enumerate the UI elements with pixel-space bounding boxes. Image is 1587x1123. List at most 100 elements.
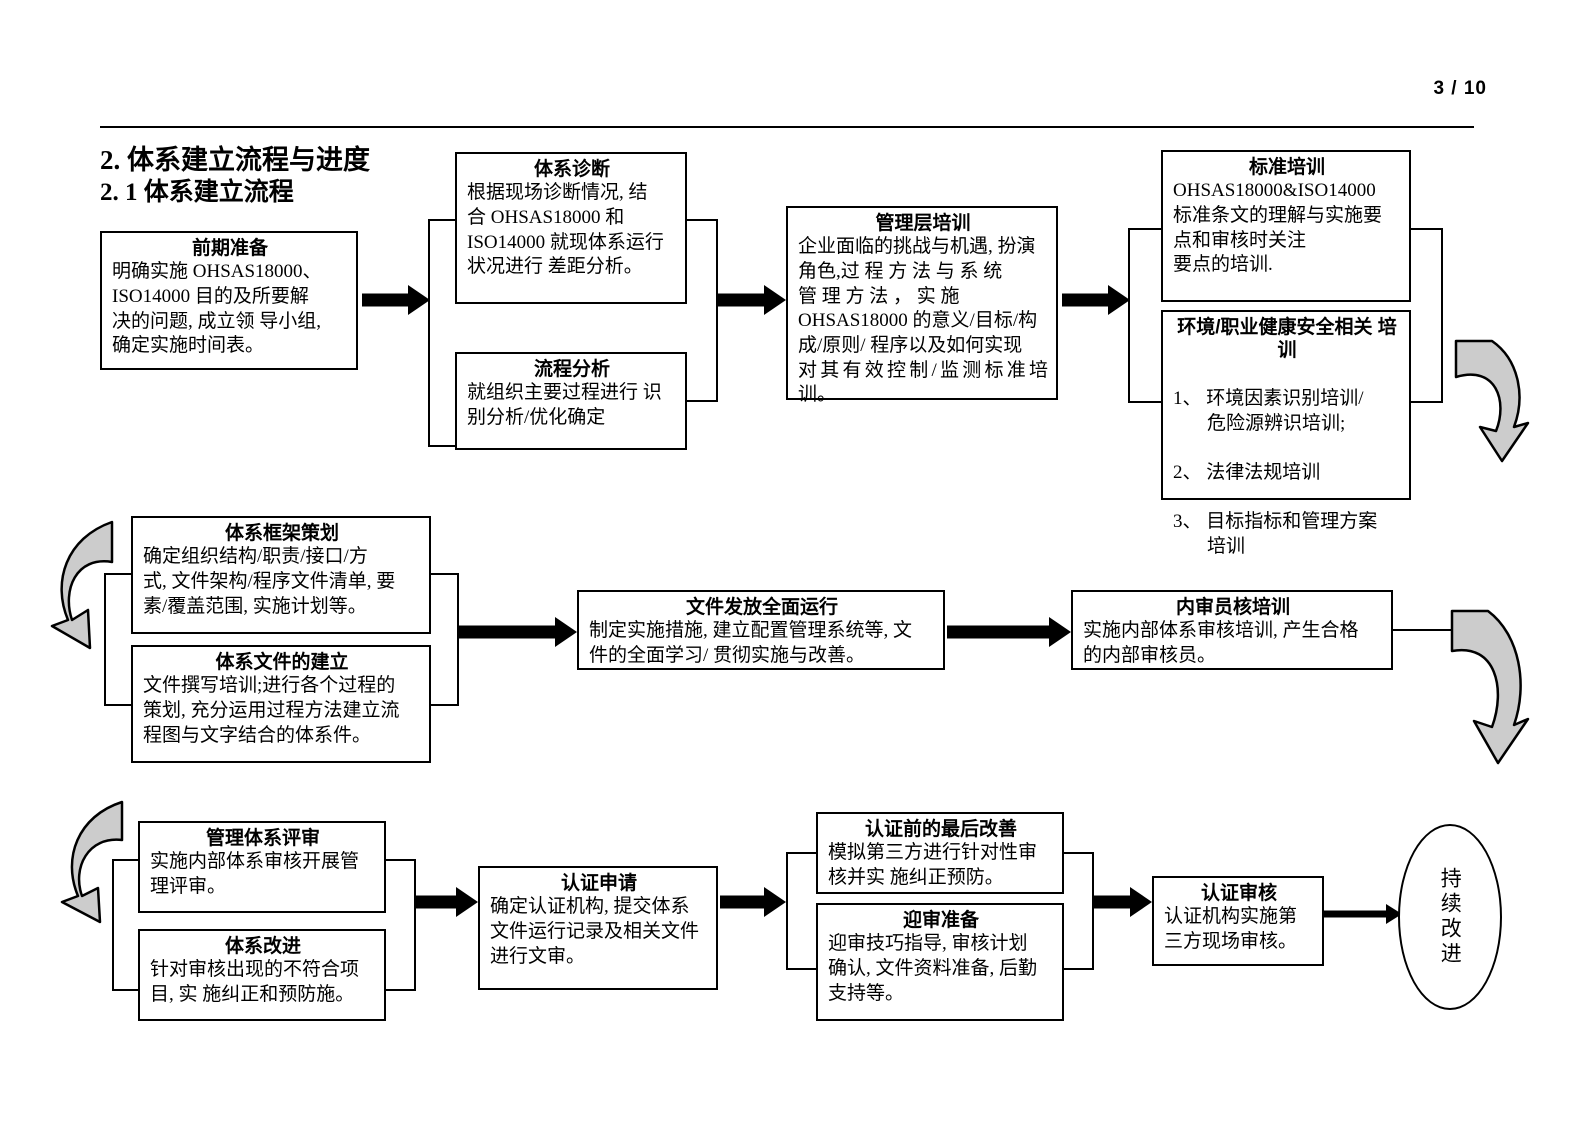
bracket-top-row1b xyxy=(1128,228,1164,230)
curved-arrow-row3-entry xyxy=(56,796,144,926)
node-documents-title: 体系文件的建立 xyxy=(215,652,349,673)
arrow-to-final-improve xyxy=(720,887,786,917)
list-item: 1、 环境因素识别培训/ 危险源辨识培训; xyxy=(1173,388,1364,434)
arrow-shaft xyxy=(416,895,462,909)
section-heading-2: 2. 1 体系建立流程 xyxy=(100,179,294,206)
curved-arrow-row2-entry xyxy=(46,516,136,656)
node-cert-application[interactable]: 认证申请 确定认证机构, 提交体系 文件运行记录及相关文件 进行文审。 xyxy=(478,866,718,990)
bracket-top-row1 xyxy=(428,219,458,221)
arrow-shaft xyxy=(947,625,1053,639)
node-process-analysis[interactable]: 流程分析 就组织主要过程进行 识 别分析/优化确定 xyxy=(455,352,687,450)
node-diagnosis[interactable]: 体系诊断 根据现场诊断情况, 结 合 OHSAS18000 和 ISO14000… xyxy=(455,152,687,304)
node-mgmt-review[interactable]: 管理体系评审 实施内部体系审核开展管 理评审。 xyxy=(138,821,386,913)
node-mgmt-training-body: 企业面临的挑战与机遇, 扮演 角色,过 程 方 法 与 系 统 管 理 方 法 … xyxy=(798,236,1048,406)
node-mgmt-training[interactable]: 管理层培训 企业面临的挑战与机遇, 扮演 角色,过 程 方 法 与 系 统 管 … xyxy=(786,206,1058,405)
arrow-head xyxy=(408,285,430,315)
merge-bottom-row1 xyxy=(685,400,718,402)
merge-vertical-row3 xyxy=(414,859,416,991)
node-env-training[interactable]: 环境/职业健康安全相关 培训 1、 环境因素识别培训/ 危险源辨识培训; 2、 … xyxy=(1161,310,1411,557)
node-prep-title: 前期准备 xyxy=(191,238,268,259)
node-cert-audit-title: 认证审核 xyxy=(1200,883,1277,904)
node-improvement[interactable]: 体系改进 针对审核出现的不符合项 目, 实 施纠正和预防施。 xyxy=(138,929,386,1021)
arrow-shaft xyxy=(1094,895,1136,909)
node-prep[interactable]: 前期准备 明确实施 OHSAS18000、 ISO14000 目的及所要解 决的… xyxy=(100,231,358,370)
arrow-shaft xyxy=(459,625,559,639)
node-cert-audit[interactable]: 认证审核 认证机构实施第 三方现场审核。 xyxy=(1152,876,1324,966)
node-diagnosis-title: 体系诊断 xyxy=(533,159,610,180)
arrow-shaft xyxy=(362,293,412,307)
arrow-head xyxy=(1108,285,1130,315)
arrow-head xyxy=(1049,617,1071,647)
merge-vertical-row2 xyxy=(457,573,459,706)
node-standard-training-body: OHSAS18000&ISO14000 标准条文的理解与实施要 点和审核时关注 … xyxy=(1173,180,1383,276)
node-cert-application-body: 确定认证机构, 提交体系 文件运行记录及相关文件 进行文审。 xyxy=(490,896,700,967)
merge-vertical-row1 xyxy=(716,219,718,402)
arrow-shaft xyxy=(1324,910,1388,918)
node-auditor-training[interactable]: 内审员核培训 实施内部体系审核培训, 产生合格 的内部审核员。 xyxy=(1071,590,1393,670)
node-process-analysis-title: 流程分析 xyxy=(533,359,610,380)
merge-bottom-row3b xyxy=(1062,968,1094,970)
bracket-left-vertical-row1b xyxy=(1128,228,1130,403)
node-process-analysis-body: 就组织主要过程进行 识 别分析/优化确定 xyxy=(467,382,662,428)
bracket-bottom-row1 xyxy=(428,445,458,447)
node-audit-prep[interactable]: 迎审准备 迎审技巧指导, 审核计划 确认, 文件资料准备, 后勤 支持等。 xyxy=(816,903,1064,1021)
bracket-top-row2 xyxy=(104,573,134,575)
arrow-to-mgmt-training xyxy=(718,285,786,315)
node-final-improve[interactable]: 认证前的最后改善 模拟第三方进行针对性审 核并实 施纠正预防。 xyxy=(816,812,1064,894)
arrow-shaft xyxy=(720,895,770,909)
arrow-prep-to-diagnosis xyxy=(362,285,430,315)
node-prep-body: 明确实施 OHSAS18000、 ISO14000 目的及所要解 决的问题, 成… xyxy=(112,261,322,357)
arrow-head xyxy=(555,617,577,647)
bracket-left-vertical-row3b xyxy=(786,852,788,970)
node-framework[interactable]: 体系框架策划 确定组织结构/职责/接口/方 式, 文件架构/程序文件清单, 要 … xyxy=(131,516,431,634)
arrow-to-auditor-training xyxy=(947,617,1071,647)
node-final-improve-title: 认证前的最后改善 xyxy=(864,819,1017,840)
arrow-to-issue-run xyxy=(459,617,577,647)
node-improvement-title: 体系改进 xyxy=(224,936,301,957)
arrow-head xyxy=(764,887,786,917)
merge-top-row3 xyxy=(384,859,416,861)
header-divider xyxy=(100,126,1474,128)
node-auditor-training-title: 内审员核培训 xyxy=(1175,597,1290,618)
row1-exit-top xyxy=(1409,228,1443,230)
node-continuous-improvement-text: 持续改进 xyxy=(1438,867,1463,967)
node-framework-body: 确定组织结构/职责/接口/方 式, 文件架构/程序文件清单, 要 素/覆盖范围,… xyxy=(143,546,396,617)
node-env-training-title: 环境/职业健康安全相关 培训 xyxy=(1177,317,1397,362)
bracket-left-vertical-row2 xyxy=(104,573,106,706)
bracket-bottom-row3 xyxy=(112,989,140,991)
merge-top-row1 xyxy=(685,219,718,221)
merge-vertical-row3b xyxy=(1092,852,1094,970)
node-mgmt-review-title: 管理体系评审 xyxy=(205,828,320,849)
node-framework-title: 体系框架策划 xyxy=(224,523,339,544)
arrow-to-cert-application xyxy=(416,887,478,917)
node-documents-body: 文件撰写培训;进行各个过程的 策划, 充分运用过程方法建立流 程图与文字结合的体… xyxy=(143,675,400,746)
arrow-to-cert-audit xyxy=(1094,887,1152,917)
arrow-head xyxy=(1130,887,1152,917)
row1-exit-bottom xyxy=(1409,401,1443,403)
section-heading-1: 2. 体系建立流程与进度 xyxy=(100,145,370,175)
node-documents[interactable]: 体系文件的建立 文件撰写培训;进行各个过程的 策划, 充分运用过程方法建立流 程… xyxy=(131,645,431,763)
arrow-to-continuous-improvement xyxy=(1324,903,1402,925)
merge-top-row3b xyxy=(1062,852,1094,854)
bracket-bottom-row1b xyxy=(1128,401,1164,403)
curved-arrow-row2-to-row3 xyxy=(1448,605,1544,770)
node-continuous-improvement[interactable]: 持续改进 xyxy=(1398,824,1502,1010)
node-audit-prep-body: 迎审技巧指导, 审核计划 确认, 文件资料准备, 后勤 支持等。 xyxy=(828,933,1038,1004)
bracket-top-row3b xyxy=(786,852,818,854)
merge-top-row2 xyxy=(429,573,459,575)
node-mgmt-training-title: 管理层培训 xyxy=(875,213,971,234)
arrow-head xyxy=(456,887,478,917)
list-item: 3、 目标指标和管理方案 培训 xyxy=(1173,511,1378,558)
merge-bottom-row3 xyxy=(384,989,416,991)
node-env-training-items: 1、 环境因素识别培训/ 危险源辨识培训; 2、 法律法规培训 3、 目标指标和… xyxy=(1173,362,1401,584)
node-mgmt-review-body: 实施内部体系审核开展管 理评审。 xyxy=(150,851,360,897)
node-diagnosis-body: 根据现场诊断情况, 结 合 OHSAS18000 和 ISO14000 就现体系… xyxy=(467,182,664,278)
arrow-shaft xyxy=(1062,293,1112,307)
node-issue-run-title: 文件发放全面运行 xyxy=(685,597,838,618)
node-final-improve-body: 模拟第三方进行针对性审 核并实 施纠正预防。 xyxy=(828,842,1038,888)
page-number: 3 / 10 xyxy=(1433,78,1487,99)
node-cert-audit-body: 认证机构实施第 三方现场审核。 xyxy=(1164,906,1298,952)
node-standard-training[interactable]: 标准培训 OHSAS18000&ISO14000 标准条文的理解与实施要 点和审… xyxy=(1161,150,1411,302)
node-issue-run[interactable]: 文件发放全面运行 制定实施措施, 建立配置管理系统等, 文 件的全面学习/ 贯彻… xyxy=(577,590,945,670)
